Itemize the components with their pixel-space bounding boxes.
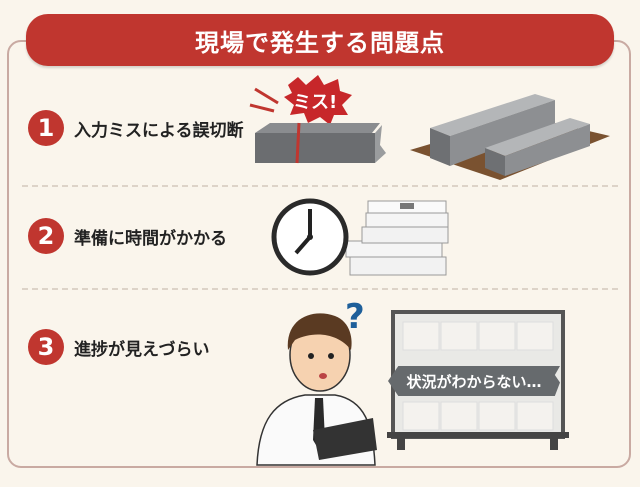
divider bbox=[22, 185, 618, 187]
question-mark-icon: ? bbox=[345, 300, 365, 337]
worried-worker-illustration: ? bbox=[256, 300, 377, 466]
problem-item-3: 3 進捗が見えづらい bbox=[28, 329, 210, 365]
problem-label: 準備に時間がかかる bbox=[74, 228, 227, 249]
number-badge: 2 bbox=[28, 218, 64, 254]
metal-blocks-illustration bbox=[410, 94, 610, 180]
divider bbox=[22, 288, 618, 290]
page-title: 現場で発生する問題点 bbox=[26, 14, 614, 66]
clock-and-documents-illustration bbox=[271, 198, 449, 276]
miscut-bar-illustration bbox=[249, 75, 386, 164]
problem-item-1: 1 入力ミスによる誤切断 bbox=[28, 110, 244, 146]
number-badge: 3 bbox=[28, 329, 64, 365]
problem-label: 進捗が見えづらい bbox=[74, 339, 210, 360]
problem-label: 入力ミスによる誤切断 bbox=[74, 120, 244, 141]
problem-item-2: 2 準備に時間がかかる bbox=[28, 218, 227, 254]
confused-speech-bubble: 状況がわからない… bbox=[388, 366, 560, 396]
miss-callout: ミス! bbox=[293, 92, 338, 113]
document-stack bbox=[345, 200, 449, 276]
clock-icon bbox=[271, 198, 349, 276]
number-badge: 1 bbox=[28, 110, 64, 146]
